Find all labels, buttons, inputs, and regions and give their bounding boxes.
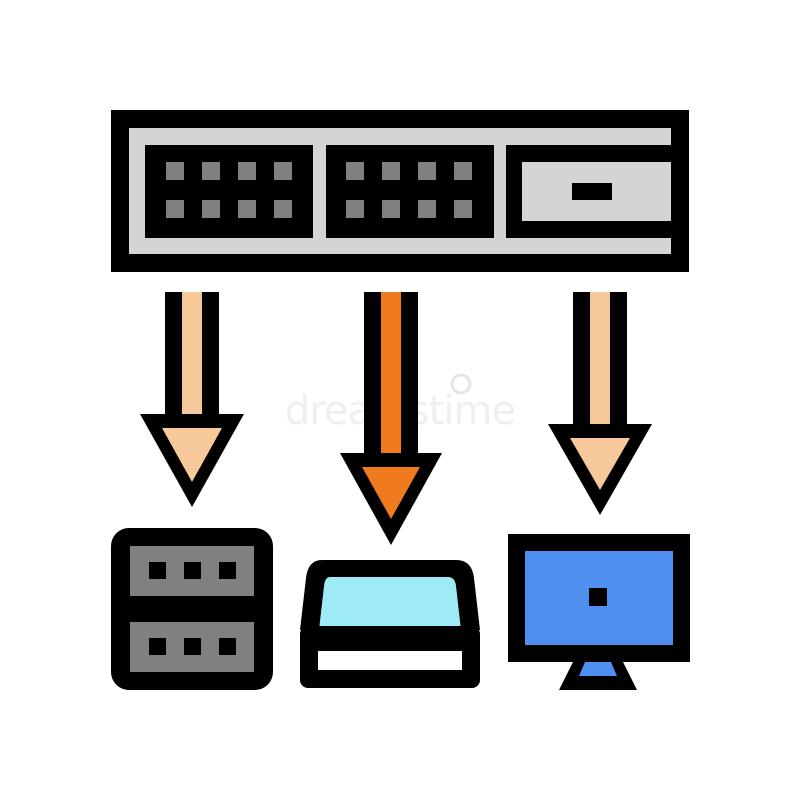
arrow-down-icon (340, 292, 442, 545)
monitor-indicator (589, 588, 607, 606)
arrow-down-icon (140, 292, 244, 507)
server-lights (149, 562, 236, 655)
server-icon (111, 528, 273, 690)
laptop-screen (319, 577, 461, 630)
port-block-left (145, 145, 313, 238)
laptop-base (318, 651, 462, 670)
module-slot-indicator (572, 183, 612, 200)
arrow-down-icon (548, 292, 652, 515)
module-slot (506, 145, 671, 238)
port-block-middle (326, 145, 494, 238)
laptop-icon (300, 560, 480, 688)
monitor-stand (579, 662, 617, 676)
monitor-icon (508, 534, 690, 690)
port-leds-left (166, 162, 292, 218)
port-leds-middle (346, 162, 472, 218)
network-switch-icon (111, 110, 689, 272)
